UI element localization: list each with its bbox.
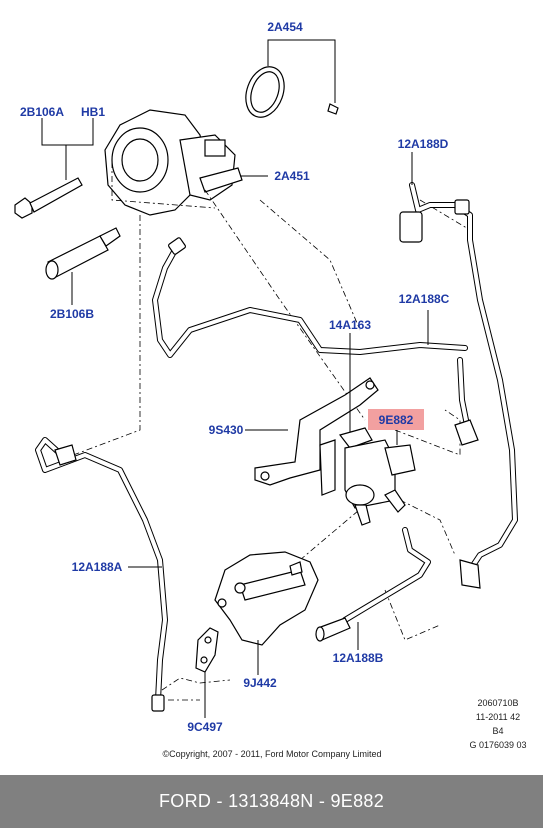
label-12A188C: 12A188C	[399, 292, 450, 306]
drawing-sheet: B4	[492, 726, 503, 736]
stud-part	[45, 227, 121, 280]
footer-part-number: 1313848	[228, 791, 301, 811]
vacuum-reservoir-9J442	[214, 551, 319, 646]
clip-part	[327, 103, 339, 115]
label-9E882: 9E882	[379, 413, 414, 427]
highlight-box	[368, 409, 424, 430]
label-2B106B: 2B106B	[50, 307, 94, 321]
label-12A188B: 12A188B	[333, 651, 384, 665]
bracket-part	[254, 377, 379, 496]
drawing-number: 2060710B	[477, 698, 518, 708]
label-2B106A: 2B106A	[20, 105, 64, 119]
bolt-part	[14, 177, 83, 219]
label-2A451: 2A451	[274, 169, 310, 183]
vacuum-hose-12A188A	[35, 437, 168, 712]
copyright-notice: ©Copyright, 2007 - 2011, Ford Motor Comp…	[162, 749, 381, 759]
parts-diagram: 2A454 2B106A HB1 2A451 12A188D 2B106B 12…	[14, 20, 527, 759]
vacuum-pump-part	[104, 109, 243, 216]
o-ring-part	[245, 66, 285, 118]
label-HB1: HB1	[81, 105, 105, 119]
drawing-code: G 0176039 03	[469, 740, 526, 750]
clip-9C497	[195, 627, 219, 673]
vacuum-hose-12A188D	[399, 182, 518, 589]
footer-reference: N - 9E882	[300, 791, 385, 811]
label-9J442: 9J442	[243, 676, 277, 690]
label-2A454: 2A454	[267, 20, 303, 34]
label-12A188D: 12A188D	[398, 137, 449, 151]
vacuum-solenoid-9E882	[338, 427, 416, 526]
vacuum-hose-12A188B	[315, 527, 431, 642]
footer-brand: FORD	[158, 791, 212, 811]
label-12A188A: 12A188A	[72, 560, 123, 574]
label-9C497: 9C497	[187, 720, 223, 734]
label-14A163: 14A163	[329, 318, 371, 332]
label-9S430: 9S430	[209, 423, 244, 437]
footer-bar: FORD - 1313848 N - 9E882	[0, 775, 543, 828]
vacuum-hose-12A188C	[152, 237, 479, 446]
drawing-date: 11-2011 42	[476, 712, 520, 722]
